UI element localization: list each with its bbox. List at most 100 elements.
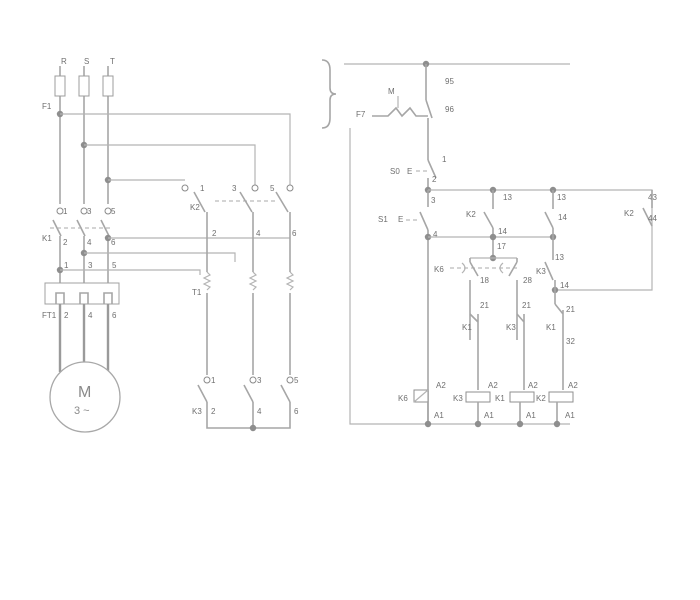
ft1-label-4: 4 xyxy=(88,311,93,320)
node xyxy=(249,424,257,432)
interlock-k1b xyxy=(554,303,564,326)
interlock-k1a xyxy=(469,313,479,326)
k6-28-label: 28 xyxy=(523,276,532,285)
t1-coil-2 xyxy=(248,271,258,291)
coil-k2-label: K2 xyxy=(536,394,546,403)
k2-terminal-5 xyxy=(286,184,294,192)
k3-label-2: 2 xyxy=(211,407,216,416)
s0-e-label: E xyxy=(407,167,412,176)
k3-terminal-5 xyxy=(286,376,294,384)
k3-label-5: 5 xyxy=(294,376,299,385)
k2-label-6: 6 xyxy=(292,229,297,238)
k1-label-2: 2 xyxy=(63,238,68,247)
k3-13-label: 13 xyxy=(557,193,566,202)
node xyxy=(553,420,561,428)
k3-aux-contact xyxy=(544,211,554,229)
k2-4344-label: K2 xyxy=(624,209,634,218)
power-circuit: R S T F1 1 3 5 K1 2 4 6 xyxy=(42,57,299,433)
f7-label-96: 96 xyxy=(445,105,454,114)
s1-label: S1 xyxy=(378,215,388,224)
coil-k1-label: K1 xyxy=(495,394,505,403)
k3-label-6: 6 xyxy=(294,407,299,416)
branch-s-k2 xyxy=(84,144,256,185)
s1-contact xyxy=(419,211,429,231)
k2-13-label: 13 xyxy=(503,193,512,202)
ft1-label: FT1 xyxy=(42,311,57,320)
t1-coil-1 xyxy=(202,271,212,291)
k2-blade-1 xyxy=(193,191,206,213)
coil-k2-a2: A2 xyxy=(568,381,578,390)
f7-label: F7 xyxy=(356,110,366,119)
k3-blade-3 xyxy=(280,384,291,403)
phase-r-label: R xyxy=(61,57,67,66)
k2-aux-label: K2 xyxy=(466,210,476,219)
k3-terminal-3 xyxy=(249,376,257,384)
k2-4344-contact xyxy=(642,207,653,227)
k1-32-label: 32 xyxy=(566,337,575,346)
coil-k6-a1: A1 xyxy=(434,411,444,420)
k3-aux2-contact xyxy=(544,261,554,281)
k2-label-3: 3 xyxy=(232,184,237,193)
k3-21-label: 21 xyxy=(522,301,531,310)
coil-k1 xyxy=(509,391,535,403)
motor-sub-label: 3 ~ xyxy=(74,405,90,417)
f7-thermal-element xyxy=(372,106,428,118)
k6-18-label: 18 xyxy=(480,276,489,285)
coil-k6-a2: A2 xyxy=(436,381,446,390)
s0-contact xyxy=(427,159,437,179)
k3-blade-1 xyxy=(197,384,208,403)
k1-label-1: 1 xyxy=(63,207,68,216)
k2-label: K2 xyxy=(190,203,200,212)
interlock-k3 xyxy=(516,313,525,326)
coil-k3-a1: A1 xyxy=(484,411,494,420)
fuse-label: F1 xyxy=(42,102,52,111)
ft1-label-2: 2 xyxy=(64,311,69,320)
ft-label-3: 3 xyxy=(88,261,93,270)
link-4 xyxy=(84,252,236,262)
k1-terminal-1 xyxy=(56,207,64,215)
fuse-t xyxy=(102,75,114,97)
phase-s-label: S xyxy=(84,57,89,66)
motor-symbol xyxy=(49,361,121,433)
node xyxy=(424,420,432,428)
interlock-k1a-label: K1 xyxy=(462,323,472,332)
t1-label: T1 xyxy=(192,288,202,297)
k1-terminal-5 xyxy=(104,207,112,215)
f7-m-label: M xyxy=(388,87,395,96)
k3-star-point xyxy=(206,402,291,429)
coil-k3 xyxy=(465,391,491,403)
interlock-k3-label: K3 xyxy=(506,323,516,332)
node-17-label: 17 xyxy=(497,242,506,251)
k2-label-2: 2 xyxy=(212,229,217,238)
k3-aux2-14-label: 14 xyxy=(560,281,569,290)
k2-aux-contact xyxy=(483,211,494,229)
k3-14-label: 14 xyxy=(558,213,567,222)
k2-label-4: 4 xyxy=(256,229,261,238)
t1-coil-3 xyxy=(285,271,295,291)
s0-label-1: 1 xyxy=(442,155,447,164)
k3-label-3: 3 xyxy=(257,376,262,385)
node xyxy=(489,233,497,241)
s1-e-label: E xyxy=(398,215,403,224)
ft-label-5: 5 xyxy=(112,261,117,270)
k6-label: K6 xyxy=(434,265,444,274)
brace-symbol xyxy=(321,59,337,129)
k3-13b-label: 13 xyxy=(555,253,564,262)
coil-k3-label: K3 xyxy=(453,394,463,403)
bus-3 xyxy=(428,189,653,291)
ft-label-1: 1 xyxy=(64,261,69,270)
fuse-r xyxy=(54,75,66,97)
branch-r-k2 xyxy=(60,113,291,185)
k1-label-6: 6 xyxy=(111,238,116,247)
k1-label-5: 5 xyxy=(111,207,116,216)
node xyxy=(516,420,524,428)
coil-k3-a2: A2 xyxy=(488,381,498,390)
s0-label: S0 xyxy=(390,167,400,176)
coil-k2-a1: A1 xyxy=(565,411,575,420)
f7-contact xyxy=(425,99,433,119)
k3-label-4: 4 xyxy=(257,407,262,416)
k3-terminal-1 xyxy=(203,376,211,384)
neutral-line xyxy=(349,128,570,425)
k3-label: K3 xyxy=(192,407,202,416)
